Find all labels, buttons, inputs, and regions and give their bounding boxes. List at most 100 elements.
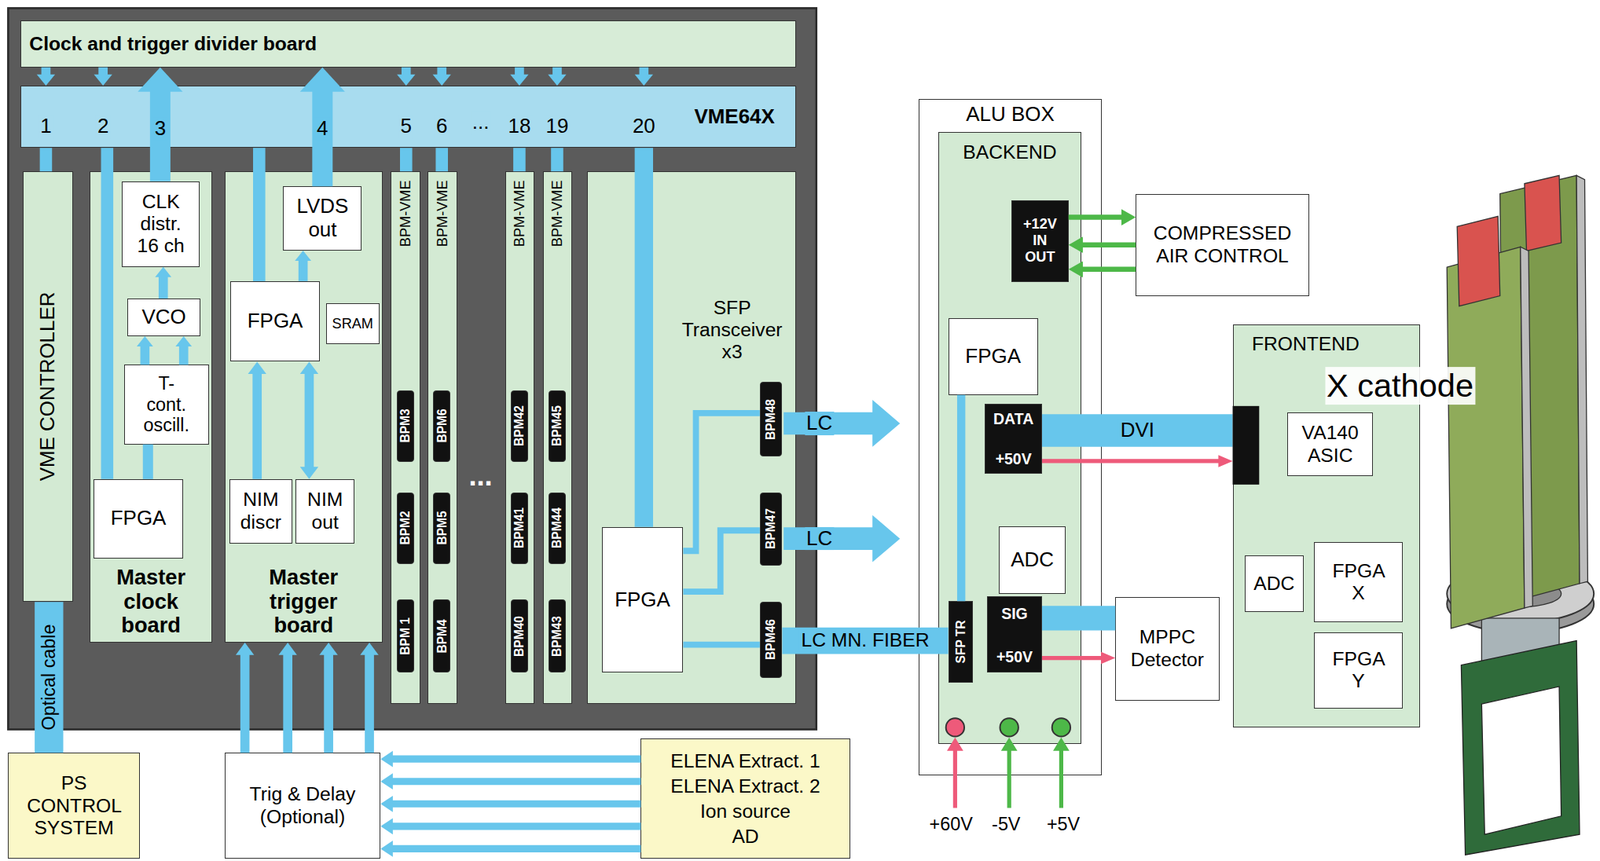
- connector-line: [1068, 214, 1123, 220]
- node-text: ALU BOX: [965, 102, 1055, 127]
- divider-board: Clock and trigger divider board: [20, 20, 797, 68]
- connector: [634, 67, 654, 86]
- node-text: FPGA X: [1332, 560, 1385, 606]
- connector: [300, 67, 345, 187]
- connector-line: [513, 147, 526, 172]
- connector-line: [34, 601, 63, 753]
- node-text: ADC: [1010, 548, 1054, 573]
- connector-line: [298, 260, 309, 282]
- process-box: COMPRESSED AIR CONTROL: [1135, 194, 1310, 297]
- callout-label: -5V: [991, 814, 1021, 836]
- callout-label: 5: [399, 114, 414, 139]
- connector-line: [1082, 267, 1137, 272]
- connector: [405, 147, 407, 172]
- arrowhead: [154, 267, 172, 278]
- connector: [359, 642, 378, 753]
- connector: [1068, 209, 1136, 226]
- node-text: BPM-VME: [397, 180, 415, 248]
- connector-line: [150, 91, 171, 182]
- node-text: BPM47: [763, 508, 778, 550]
- node-text: ELENA Extract. 1: [670, 748, 820, 775]
- node-text: BPM45: [550, 405, 565, 447]
- arrowhead: [1121, 209, 1136, 226]
- node-text: BPM-VME: [549, 180, 566, 248]
- node-text: FPGA: [110, 506, 167, 531]
- connector: [175, 336, 192, 365]
- connector-line: [364, 653, 375, 753]
- connector: [154, 267, 172, 299]
- power-wire: [1059, 748, 1064, 808]
- node-text: BACKEND: [962, 141, 1057, 164]
- bpm-tag: BPM40: [510, 599, 529, 673]
- connector-line: [41, 67, 52, 76]
- connector-line: [392, 777, 642, 786]
- power-arrowhead: [946, 737, 964, 752]
- bpm-vme-board: BPM-VME BPM45BPM44BPM43: [543, 171, 573, 705]
- connector-line: [98, 67, 108, 76]
- node-text: BPM5: [434, 510, 449, 545]
- connector: [556, 147, 558, 172]
- power-arrowhead: [1053, 737, 1070, 752]
- bpm-tag: BPM4: [433, 599, 451, 673]
- dvi-connector: [1233, 406, 1260, 485]
- connector-line: [435, 147, 448, 172]
- node-text: DATA: [993, 410, 1034, 428]
- callout-label: ...: [470, 110, 492, 135]
- pcb-board: [1446, 246, 1525, 629]
- arrowhead: [136, 336, 154, 347]
- node-text: Ion source: [700, 799, 791, 825]
- connector-line: [1042, 656, 1102, 661]
- connector-line: [253, 147, 266, 282]
- process-box: Trig & Delay (Optional): [224, 752, 382, 859]
- process-box: VA140 ASIC: [1287, 412, 1373, 477]
- signal-port: SIG+50V: [987, 596, 1043, 673]
- process-box: FPGA: [948, 318, 1039, 395]
- bpm-vme-board: BPM-VMEBPM3BPM2BPM 1: [390, 171, 421, 705]
- connector: [643, 147, 645, 528]
- process-box: NIM out: [295, 479, 355, 544]
- callout-label: +5V: [1046, 814, 1080, 836]
- callout-label: 19: [544, 114, 571, 139]
- callout-label: LC: [804, 411, 834, 436]
- node-text: NIM discr: [240, 488, 282, 534]
- bpm-tag: BPM 1: [396, 599, 415, 673]
- node-text: +12V IN OUT: [1023, 216, 1057, 266]
- connector: [547, 67, 566, 86]
- connector-line: [392, 800, 642, 808]
- node-text: BPM44: [550, 507, 565, 549]
- vme-crate: [7, 7, 816, 730]
- node-text: FPGA: [965, 344, 1021, 369]
- connector: [441, 147, 443, 172]
- bpm-tag: BPM44: [548, 492, 566, 565]
- process-box: ADC: [998, 526, 1065, 595]
- node-text: Clock and trigger divider board: [29, 33, 317, 56]
- arrowhead: [319, 642, 338, 656]
- arrowhead: [36, 74, 56, 86]
- node-text: VME64X: [693, 105, 775, 129]
- arrowhead: [1068, 236, 1083, 254]
- connector: [380, 751, 641, 768]
- connector: [136, 336, 154, 365]
- connector: [1068, 260, 1136, 278]
- arrowhead: [380, 840, 393, 858]
- bpm-tag: BPM45: [548, 390, 566, 463]
- arrowhead: [300, 361, 319, 375]
- data-port: DATA+50V: [984, 403, 1043, 474]
- edge-label: Optical cable: [38, 622, 60, 734]
- frame-window: [1481, 686, 1561, 835]
- connector: [319, 642, 338, 753]
- connector-line: [392, 755, 642, 764]
- connector-line: [1042, 458, 1220, 463]
- arrowhead: [634, 74, 654, 86]
- connector: [258, 147, 260, 282]
- bpm-tag: BPM2: [396, 492, 415, 565]
- connector: [380, 840, 641, 858]
- node-text: BPM43: [550, 616, 565, 657]
- process-box: LVDS out: [282, 186, 362, 251]
- callout-label: 3: [153, 117, 168, 141]
- connector: [1042, 617, 1116, 619]
- connector-line: [282, 653, 293, 753]
- process-box: FPGA: [230, 281, 320, 363]
